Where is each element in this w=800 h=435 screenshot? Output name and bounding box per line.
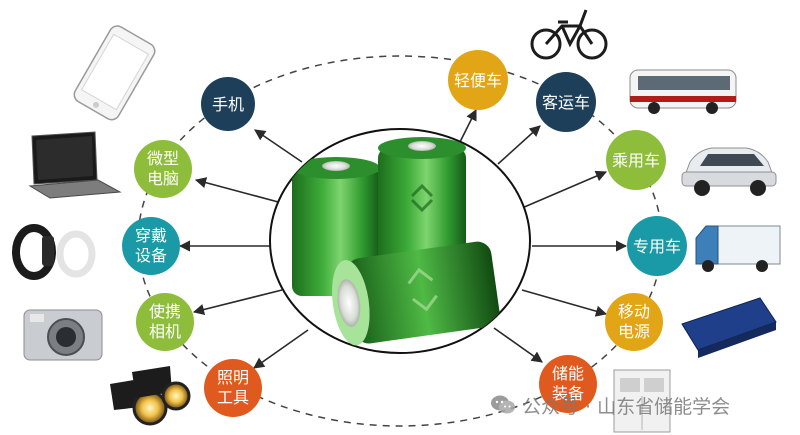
node-truck-label: 专用车	[633, 237, 681, 256]
passenger-car-icon	[681, 147, 777, 196]
node-storage: 储能 装备	[539, 355, 597, 413]
node-wearable-label-2: 设备	[135, 246, 167, 265]
node-storage-label-1: 储能	[552, 364, 584, 383]
power-bank-icon	[681, 297, 777, 358]
node-light-vehicle-label: 轻便车	[454, 71, 502, 90]
node-laptop: 微型 电脑	[134, 140, 192, 198]
node-bus-label: 客运车	[542, 93, 590, 112]
watermark: 公众号 · 山东省储能学会	[490, 392, 730, 418]
node-lighting-label-1: 照明	[217, 368, 249, 387]
node-phone: 手机	[201, 77, 255, 131]
node-phone-label: 手机	[212, 95, 244, 114]
laptop-icon	[28, 131, 122, 199]
node-car-label: 乘用车	[612, 151, 660, 170]
smart-band-icon	[12, 224, 96, 280]
node-wearable-label-1: 穿戴	[135, 226, 167, 245]
node-laptop-label-2: 电脑	[147, 169, 179, 188]
bus-icon	[629, 69, 737, 114]
node-car: 乘用车	[606, 130, 666, 190]
arrow-group	[178, 108, 628, 369]
arrow-light-vehicle	[457, 108, 477, 147]
arrow-storage	[493, 327, 543, 363]
smartphone-icon	[73, 25, 156, 121]
e-bike-icon	[530, 9, 608, 60]
node-truck: 专用车	[627, 216, 687, 276]
node-power-bank-label-1: 移动	[618, 302, 650, 321]
arrow-phone	[254, 129, 303, 163]
node-light-vehicle: 轻便车	[448, 50, 508, 110]
arrow-car	[521, 170, 608, 209]
arrow-camera	[192, 289, 283, 315]
storage-cabinet-icon	[613, 369, 671, 433]
node-power-bank-label-2: 电源	[618, 322, 650, 341]
node-camera-label-1: 使携	[149, 302, 181, 321]
node-camera-label-2: 相机	[149, 322, 181, 341]
node-lighting: 照明 工具	[204, 359, 262, 417]
node-camera: 使携 相机	[136, 293, 194, 351]
truck-icon	[695, 225, 781, 272]
node-storage-label-2: 装备	[552, 384, 584, 403]
node-wearable: 穿戴 设备	[122, 217, 180, 275]
wechat-icon	[491, 395, 515, 414]
arrow-bus	[497, 125, 541, 165]
node-laptop-label-1: 微型	[147, 149, 179, 168]
watermark-text: 公众号 · 山东省储能学会	[522, 395, 731, 418]
node-bus: 客运车	[536, 72, 596, 132]
arrow-laptop	[194, 177, 283, 204]
arrow-lighting	[253, 329, 309, 369]
digital-camera-icon	[23, 309, 103, 361]
center-battery-image	[269, 128, 531, 354]
node-lighting-label-2: 工具	[217, 388, 249, 407]
arrow-power-bank	[521, 289, 608, 317]
node-power-bank: 移动 电源	[605, 293, 663, 351]
flashlight-icon	[110, 366, 191, 426]
